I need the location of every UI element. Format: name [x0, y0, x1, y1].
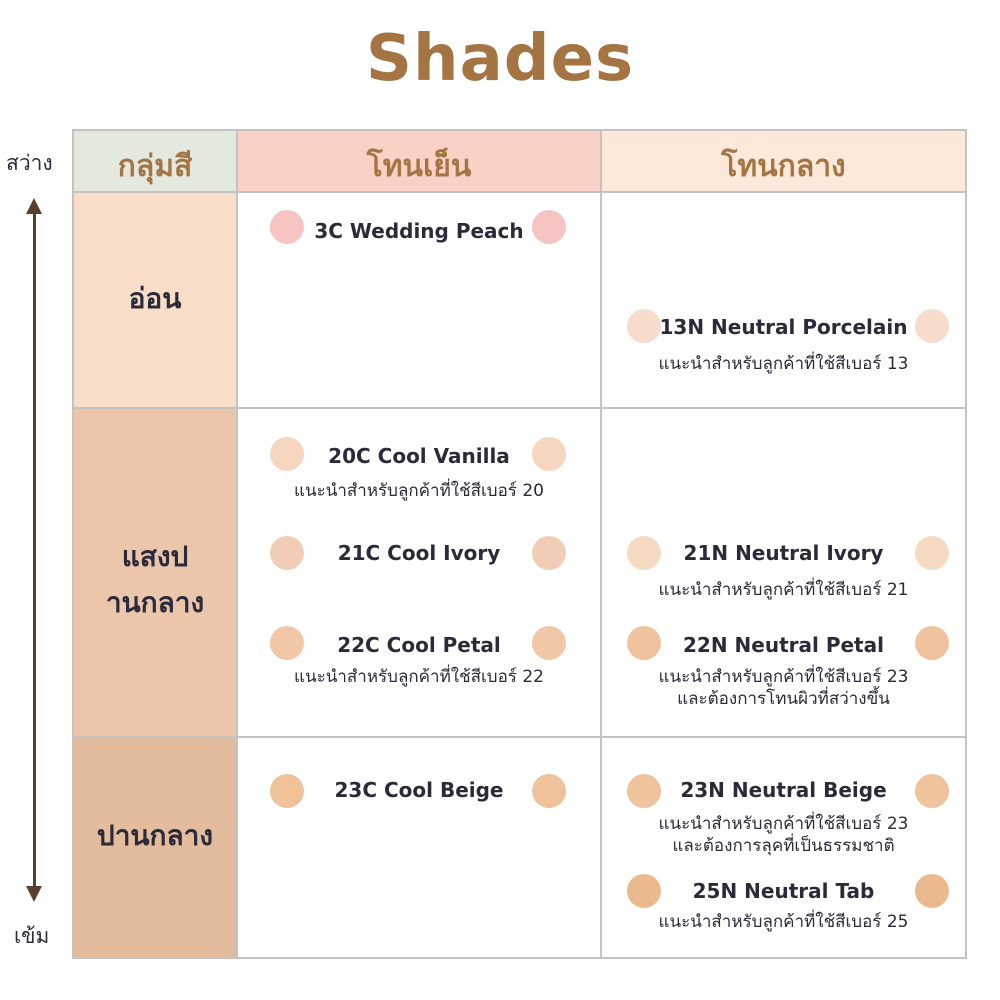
shade-name: 20C Cool Vanilla: [328, 444, 510, 468]
swatch-left: [627, 626, 661, 660]
swatch-right: [532, 210, 566, 244]
shade-entry: 21C Cool Ivory: [238, 409, 600, 570]
row-medium-cell: แสงป านกลาง: [72, 407, 238, 738]
shade-entry: 23N Neutral Beige แนะนำสำหรับลูกค้าที่ใช…: [602, 738, 965, 856]
header-group-label: กลุ่มสี: [117, 149, 193, 184]
shade-note: แนะนำสำหรับลูกค้าที่ใช้สีเบอร์ 25: [658, 912, 909, 932]
shade-note: แนะนำสำหรับลูกค้าที่ใช้สีเบอร์ 22: [294, 667, 544, 687]
cell-neutral-light: 13N Neutral Porcelain แนะนำสำหรับลูกค้าท…: [600, 191, 967, 409]
shade-name: 21C Cool Ivory: [337, 541, 501, 565]
shade-note-2: และต้องการโทนผิวที่สว่างขึ้น: [677, 689, 890, 709]
shade-entry: 21N Neutral Ivory แนะนำสำหรับลูกค้าที่ใช…: [602, 409, 965, 600]
swatch-right: [532, 774, 566, 808]
header-neutral-label: โทนกลาง: [721, 149, 846, 184]
shade-name: 21N Neutral Ivory: [683, 541, 884, 565]
swatch-left: [270, 626, 304, 660]
shade-entry: 22C Cool Petal แนะนำสำหรับลูกค้าที่ใช้สี…: [238, 409, 600, 687]
shade-name: 13N Neutral Porcelain: [659, 315, 908, 339]
swatch-right: [532, 437, 566, 471]
swatch-right: [915, 536, 949, 570]
header-cool-cell: โทนเย็น: [236, 129, 602, 193]
row-light-label: อ่อน: [128, 282, 182, 315]
shade-entry: 13N Neutral Porcelain แนะนำสำหรับลูกค้าท…: [602, 193, 965, 374]
shade-note-2: และต้องการลุคที่เป็นธรรมชาติ: [672, 836, 895, 856]
shade-note: แนะนำสำหรับลูกค้าที่ใช้สีเบอร์ 23: [658, 667, 909, 687]
cell-cool-light: 3C Wedding Peach: [236, 191, 602, 409]
swatch-left: [627, 536, 661, 570]
row-tan-cell: ปานกลาง: [72, 736, 238, 959]
header-neutral-cell: โทนกลาง: [600, 129, 967, 193]
cell-neutral-medium: 21N Neutral Ivory แนะนำสำหรับลูกค้าที่ใช…: [600, 407, 967, 738]
swatch-left: [627, 309, 661, 343]
shade-name: 23C Cool Beige: [334, 778, 504, 802]
swatch-left: [270, 437, 304, 471]
shade-entry: 20C Cool Vanilla แนะนำสำหรับลูกค้าที่ใช้…: [238, 409, 600, 501]
page-title: Shades: [365, 22, 635, 96]
swatch-right: [915, 774, 949, 808]
shade-name: 25N Neutral Tab: [692, 879, 875, 903]
row-tan-label: ปานกลาง: [96, 819, 214, 852]
scale-light-label: สว่าง: [6, 151, 53, 175]
brightness-scale-line: [33, 212, 36, 888]
swatch-right: [915, 874, 949, 908]
shade-entry: 22N Neutral Petal แนะนำสำหรับลูกค้าที่ใช…: [602, 409, 965, 709]
header-group-cell: กลุ่มสี: [72, 129, 238, 193]
arrow-up-icon: [26, 198, 42, 214]
arrow-down-icon: [26, 886, 42, 902]
swatch-left: [270, 210, 304, 244]
shade-note: แนะนำสำหรับลูกค้าที่ใช้สีเบอร์ 13: [658, 354, 909, 374]
swatch-right: [532, 536, 566, 570]
shade-note: แนะนำสำหรับลูกค้าที่ใช้สีเบอร์ 21: [658, 580, 909, 600]
shade-note: แนะนำสำหรับลูกค้าที่ใช้สีเบอร์ 23: [658, 814, 909, 834]
swatch-left: [270, 774, 304, 808]
cell-cool-medium: 20C Cool Vanilla แนะนำสำหรับลูกค้าที่ใช้…: [236, 407, 602, 738]
swatch-right: [532, 626, 566, 660]
scale-dark-label: เข้ม: [14, 924, 50, 948]
cell-cool-tan: 23C Cool Beige: [236, 736, 602, 959]
shade-name: 23N Neutral Beige: [680, 778, 887, 802]
swatch-right: [915, 626, 949, 660]
shade-name: 22N Neutral Petal: [683, 633, 884, 657]
swatch-left: [627, 874, 661, 908]
header-cool-label: โทนเย็น: [366, 149, 472, 184]
shade-entry: 3C Wedding Peach: [238, 193, 600, 244]
shade-name: 3C Wedding Peach: [314, 219, 524, 243]
shade-note: แนะนำสำหรับลูกค้าที่ใช้สีเบอร์ 20: [294, 481, 544, 501]
shade-name: 22C Cool Petal: [337, 633, 501, 657]
shade-entry: 23C Cool Beige: [238, 738, 600, 808]
row-medium-label-1: แสงป: [121, 540, 189, 573]
swatch-right: [915, 309, 949, 343]
cell-neutral-tan: 23N Neutral Beige แนะนำสำหรับลูกค้าที่ใช…: [600, 736, 967, 959]
row-medium-label-2: านกลาง: [105, 586, 205, 619]
row-light-cell: อ่อน: [72, 191, 238, 409]
swatch-left: [627, 774, 661, 808]
swatch-left: [270, 536, 304, 570]
shade-entry: 25N Neutral Tab แนะนำสำหรับลูกค้าที่ใช้ส…: [602, 738, 965, 932]
